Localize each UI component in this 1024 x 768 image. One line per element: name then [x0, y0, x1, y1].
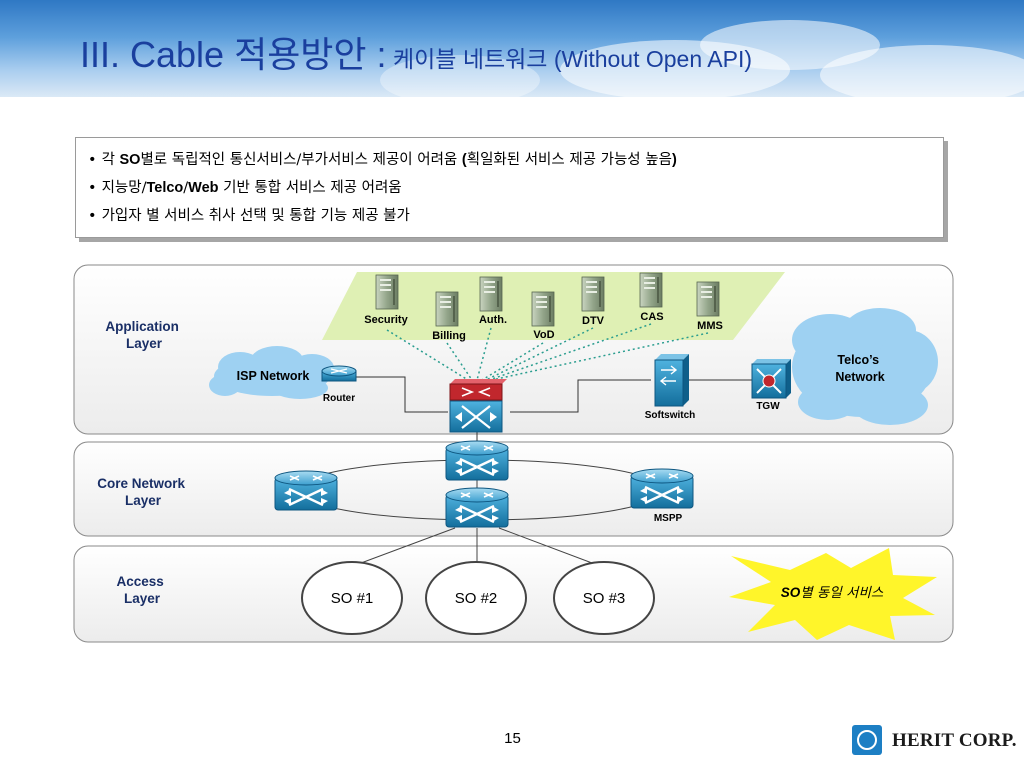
title-main: III. Cable 적용방안 :	[80, 34, 387, 75]
bullet-text: 별로 독립적인 통신서비스/부가서비스 제공이 어려움	[140, 152, 462, 168]
bullet-item: •각 SO별로 독립적인 통신서비스/부가서비스 제공이 어려움 (획일화된 서…	[88, 150, 943, 171]
vod-server-icon	[531, 291, 555, 327]
cas-server-icon	[639, 272, 663, 308]
auth-server-label: Auth.	[479, 314, 507, 326]
starburst-label: SO별 동일 서비스	[781, 585, 884, 601]
summary-box: •각 SO별로 독립적인 통신서비스/부가서비스 제공이 어려움 (획일화된 서…	[75, 137, 944, 238]
bullet-text: Telco	[146, 180, 184, 196]
service-server-panel	[322, 272, 785, 340]
security-server-label: Security	[364, 314, 408, 326]
bullet-text: (	[461, 152, 467, 168]
router-icon	[321, 365, 357, 382]
page-number: 15	[504, 730, 521, 747]
mms-server-icon	[696, 281, 720, 317]
access-layer-label: Access Layer	[116, 574, 167, 606]
company-logo: HERIT CORP.	[852, 725, 1017, 757]
core-switch-bottom-icon	[444, 486, 510, 529]
telco-network-label: Telco’s Network	[835, 353, 884, 384]
core-switch-right-icon	[629, 467, 695, 510]
tgw-icon	[751, 359, 791, 399]
so-node-3-label: SO #3	[583, 590, 626, 607]
telco-network-cloud-icon	[792, 308, 938, 425]
bullet-text: 기반 통합 서비스 제공 어려움	[218, 180, 402, 196]
core-ring	[296, 459, 664, 521]
tgw-label: TGW	[756, 401, 780, 412]
bullet-text: 획일화된 서비스 제공 가능성 높음	[466, 152, 672, 168]
cas-server-label: CAS	[640, 311, 663, 323]
dtv-server-label: DTV	[582, 315, 605, 327]
bullet-item: •지능망/Telco/Web 기반 통합 서비스 제공 어려움	[88, 178, 943, 199]
access-layer-frame	[73, 545, 954, 643]
softswitch-icon	[654, 354, 689, 407]
core-network-layer-label: Core Network Layer	[97, 476, 189, 508]
starburst-callout	[729, 548, 937, 640]
auth-server-icon	[479, 276, 503, 312]
security-server-icon	[375, 274, 399, 310]
bullet-text: 각	[101, 152, 120, 168]
bullet-dot-icon: •	[88, 180, 97, 196]
softswitch-label: Softswitch	[645, 410, 696, 421]
bullet-text: )	[671, 152, 677, 168]
router-label: Router	[323, 393, 355, 404]
so-node-2	[425, 561, 527, 635]
bullet-text: /	[183, 180, 189, 196]
page-title: III. Cable 적용방안 : 케이블 네트워크 (Without Open…	[80, 26, 752, 78]
bullet-dot-icon: •	[88, 152, 97, 168]
bullet-text: 가입자 별 서비스 취사 선택 및 통합 기능 제공 불가	[101, 208, 410, 224]
bullet-text: Web	[188, 180, 219, 196]
bullet-list: •각 SO별로 독립적인 통신서비스/부가서비스 제공이 어려움 (획일화된 서…	[76, 138, 943, 227]
mspp-label: MSPP	[654, 513, 683, 524]
mms-server-label: MMS	[697, 320, 723, 332]
bullet-dot-icon: •	[88, 208, 97, 224]
bullet-text: SO	[119, 152, 141, 168]
application-links	[354, 376, 752, 448]
application-layer-frame	[73, 264, 954, 435]
application-layer-label: Application Layer	[105, 319, 182, 351]
so-node-1-label: SO #1	[331, 590, 374, 607]
access-links	[352, 527, 601, 567]
edge-switch-icon	[449, 379, 507, 433]
isp-network-label: ISP Network	[237, 369, 310, 383]
bullet-text: 지능망/	[101, 180, 147, 196]
bullet-item: •가입자 별 서비스 취사 선택 및 통합 기능 제공 불가	[88, 206, 943, 227]
isp-network-cloud-icon	[209, 346, 334, 399]
so-node-3	[553, 561, 655, 635]
title-sub: 케이블 네트워크 (Without Open API)	[386, 46, 752, 72]
vod-server-label: VoD	[533, 329, 554, 341]
so-node-1	[301, 561, 403, 635]
herit-logo-icon	[852, 725, 882, 755]
header-banner: III. Cable 적용방안 : 케이블 네트워크 (Without Open…	[0, 0, 1024, 97]
server-links	[386, 323, 709, 381]
dtv-server-icon	[581, 276, 605, 312]
core-network-layer-frame	[73, 441, 954, 537]
core-switch-left-icon	[273, 469, 339, 512]
so-node-2-label: SO #2	[455, 590, 498, 607]
billing-server-icon	[435, 291, 459, 327]
company-name: HERIT CORP.	[892, 730, 1017, 751]
core-switch-top-icon	[444, 439, 510, 482]
billing-server-label: Billing	[432, 330, 466, 342]
